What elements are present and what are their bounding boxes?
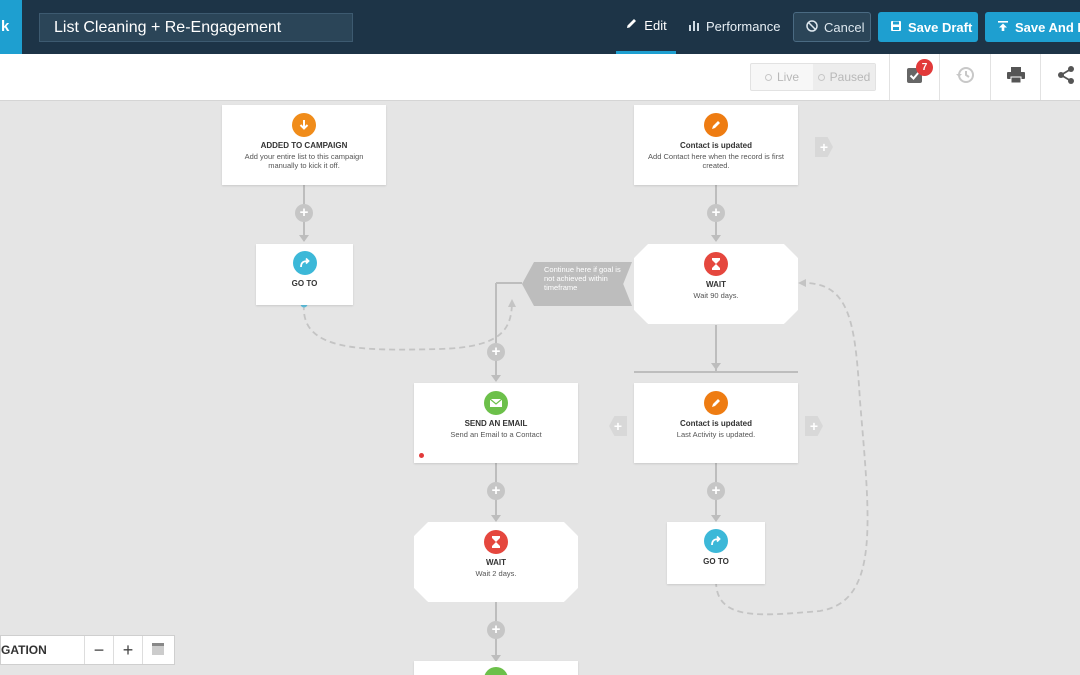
goto-node[interactable]: GO TO [256, 244, 353, 305]
node-title: Contact is updated [679, 419, 752, 428]
share-icon [1056, 65, 1076, 90]
node-title: Contact is updated [679, 141, 752, 150]
add-branch-button[interactable]: + [815, 137, 833, 157]
navigation-label: GATION [1, 636, 85, 664]
goal-not-achieved-label: Continue here if goal is not achieved wi… [522, 262, 632, 306]
add-step-button[interactable]: + [487, 482, 505, 500]
status-paused-label: Paused [829, 70, 871, 84]
history-button[interactable] [939, 54, 989, 100]
status-live-option[interactable]: Live [751, 64, 813, 90]
radio-dot-icon [764, 73, 772, 81]
add-step-button[interactable]: + [707, 204, 725, 222]
node-title: ADDED TO CAMPAIGN [260, 141, 348, 150]
node-title: WAIT [706, 280, 726, 289]
tasks-count-badge: 7 [916, 59, 933, 76]
zoom-navigation-control: GATION − + [0, 635, 175, 665]
pencil-icon [625, 0, 638, 53]
back-button[interactable]: k [0, 0, 22, 54]
save-draft-button[interactable]: Save Draft [878, 12, 978, 42]
campaign-toolbar: Live Paused 7 [0, 54, 1080, 101]
share-button[interactable] [1040, 54, 1080, 100]
node-description: Add your entire list to this campaign ma… [244, 152, 364, 170]
upload-icon [997, 20, 1009, 35]
campaign-name-input[interactable]: List Cleaning + Re-Engagement [39, 13, 353, 42]
node-description: Wait 2 days. [475, 569, 517, 578]
status-live-label: Live [776, 70, 799, 84]
contact-update-icon [704, 391, 728, 415]
contact-updated-node[interactable]: Contact is updated Last Activity is upda… [634, 383, 798, 463]
fit-screen-icon [151, 636, 165, 664]
top-navigation-bar: k List Cleaning + Re-Engagement Edit Per… [0, 0, 1080, 54]
print-icon [1006, 66, 1026, 89]
email-node-partial[interactable] [414, 661, 578, 675]
node-description: Last Activity is updated. [676, 430, 756, 439]
send-email-node[interactable]: SEND AN EMAIL Send an Email to a Contact [414, 383, 578, 463]
add-branch-button[interactable]: + [805, 416, 823, 436]
contact-update-icon [704, 113, 728, 137]
tab-performance[interactable]: Performance [688, 0, 780, 54]
node-title: WAIT [486, 558, 506, 567]
goto-icon [292, 251, 317, 275]
trigger-icon [292, 113, 316, 137]
print-button[interactable] [990, 54, 1040, 100]
goto-node[interactable]: GO TO [667, 522, 765, 584]
cancel-label: Cancel [824, 19, 865, 35]
radio-dot-icon [817, 73, 825, 81]
bar-chart-icon [688, 0, 700, 54]
email-icon [484, 391, 508, 415]
tab-edit[interactable]: Edit [616, 0, 676, 54]
fit-view-button[interactable] [143, 636, 172, 664]
save-icon [890, 20, 902, 35]
tasks-button[interactable]: 7 [889, 54, 939, 100]
status-paused-option[interactable]: Paused [813, 64, 875, 90]
zoom-in-button[interactable]: + [114, 636, 143, 664]
status-toggle[interactable]: Live Paused [750, 63, 876, 91]
email-icon [484, 667, 508, 675]
wait-node[interactable]: WAIT Wait 2 days. [414, 522, 578, 602]
warning-dot-icon [419, 453, 424, 458]
node-title: GO TO [703, 557, 729, 566]
zoom-out-button[interactable]: − [85, 636, 114, 664]
hourglass-icon [484, 530, 508, 554]
contact-updated-node[interactable]: Contact is updated Add Contact here when… [634, 105, 798, 185]
tab-edit-label: Edit [644, 17, 667, 33]
add-step-button[interactable]: + [295, 204, 313, 222]
wait-node[interactable]: WAIT Wait 90 days. [634, 244, 798, 324]
node-description: Add Contact here when the record is firs… [648, 152, 784, 170]
add-step-button[interactable]: + [487, 621, 505, 639]
add-step-button[interactable]: + [707, 482, 725, 500]
save-and-publish-label: Save And P [1015, 19, 1080, 35]
node-title: SEND AN EMAIL [464, 419, 528, 428]
campaign-canvas[interactable]: + + + + + + + + + ADDED TO CAMPAIGN Add … [0, 101, 1080, 675]
save-draft-label: Save Draft [908, 19, 973, 35]
node-description: Wait 90 days. [693, 291, 739, 300]
save-and-publish-button[interactable]: Save And P [985, 12, 1080, 42]
hourglass-icon [704, 252, 728, 276]
add-branch-button[interactable]: + [609, 416, 627, 436]
added-to-campaign-node[interactable]: ADDED TO CAMPAIGN Add your entire list t… [222, 105, 386, 185]
tab-performance-label: Performance [706, 19, 781, 34]
goto-icon [704, 529, 728, 553]
add-step-button[interactable]: + [487, 343, 505, 361]
cancel-button[interactable]: Cancel [793, 12, 871, 42]
ban-icon [806, 19, 818, 35]
node-title: GO TO [291, 279, 318, 288]
history-icon [955, 65, 975, 90]
node-description: Send an Email to a Contact [450, 430, 542, 439]
